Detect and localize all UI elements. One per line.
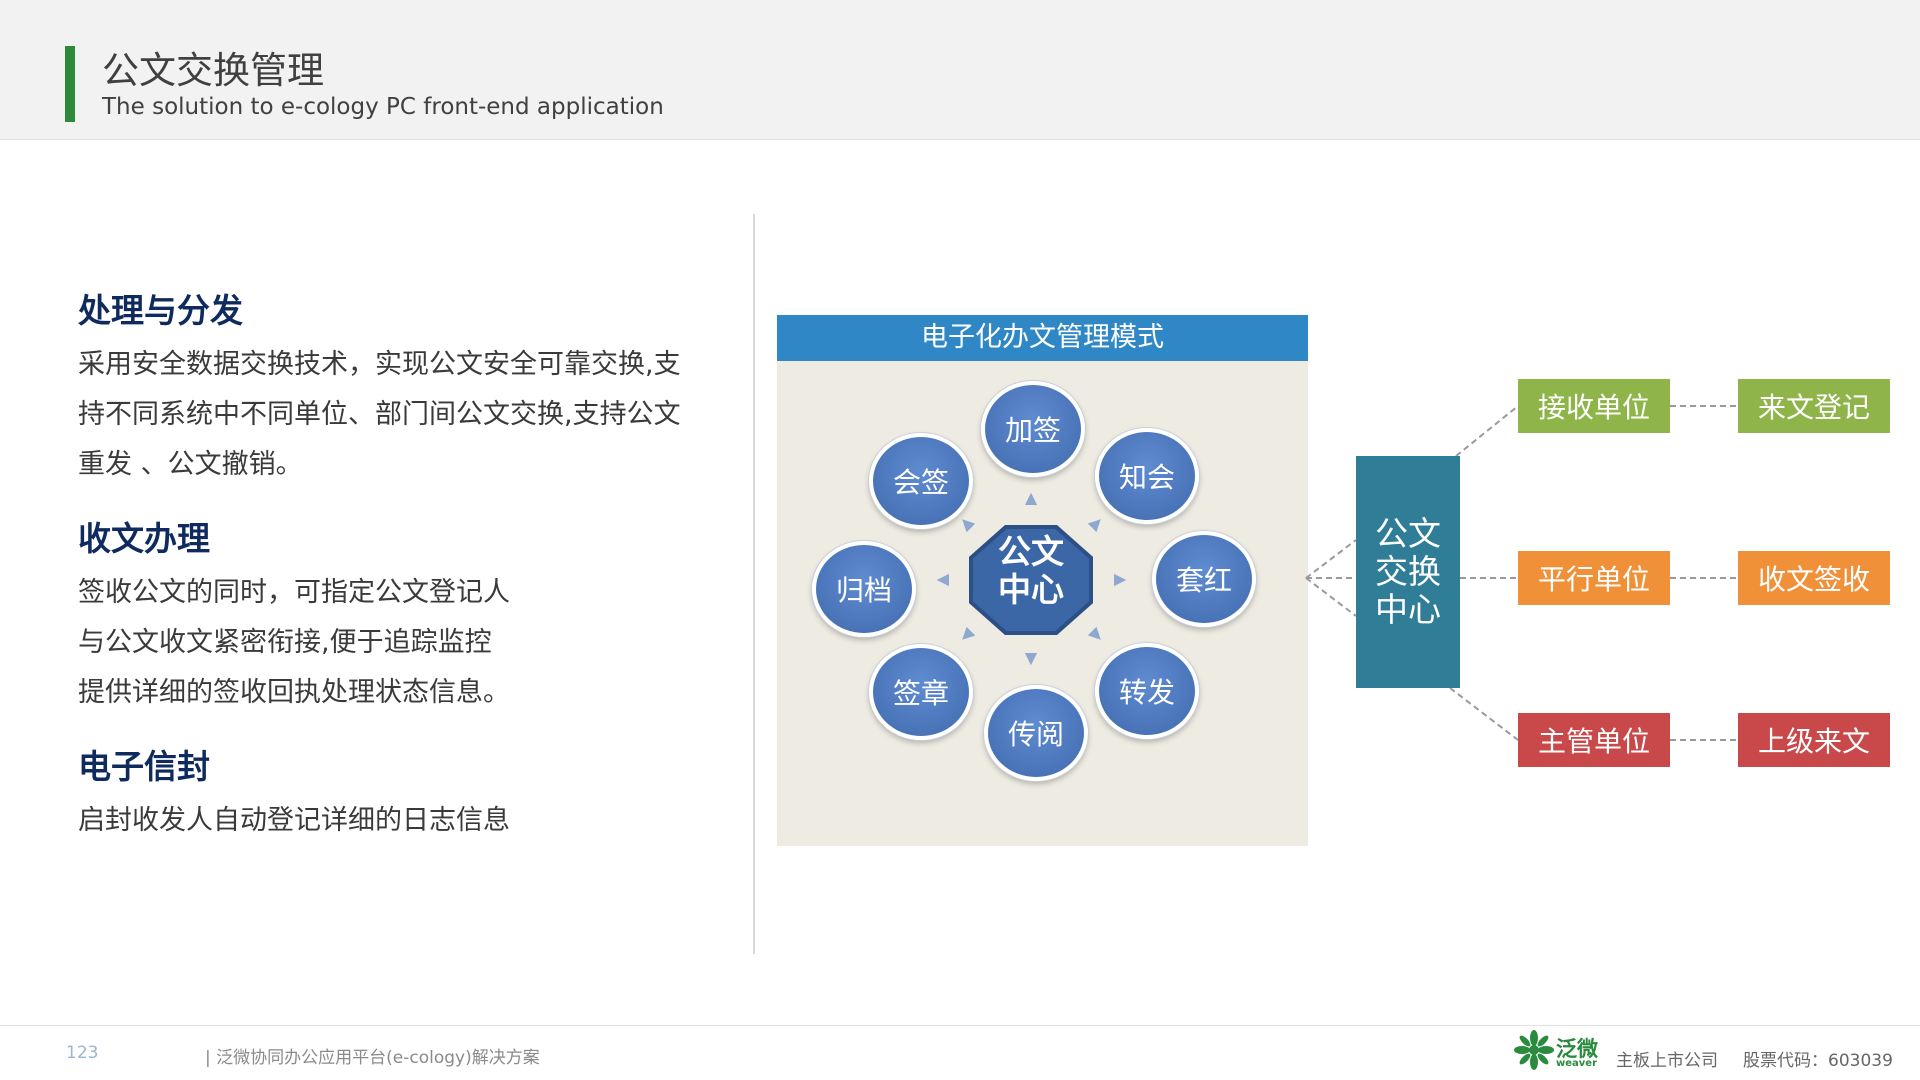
diagram-title: 电子化办文管理模式 [777,315,1308,361]
node-qianzhang: 签章 [869,644,973,740]
center-label-line: 公文 [998,532,1064,571]
node-guidang: 归档 [812,541,916,637]
slide-title: 公文交换管理 [102,49,324,92]
page-number: 123 [66,1043,99,1063]
section-text-receiving: 签收公文的同时，可指定公文登记人 与公文收文紧密衔接,便于追踪监控 提供详细的签… [78,568,510,718]
vertical-divider [753,214,755,954]
box-supervising-unit: 主管单位 [1518,713,1670,767]
box-superior-document: 上级来文 [1738,713,1890,767]
slide-header: 公文交换管理 The solution to e-cology PC front… [0,0,1920,140]
section-title-processing: 处理与分发 [78,291,243,330]
section-text-envelope: 启封收发人自动登记详细的日志信息 [78,796,510,846]
center-octagon [973,529,1089,631]
stock-code: 股票代码：603039 [1743,1051,1893,1071]
node-chuanyue: 传阅 [984,685,1088,781]
hub-label-line: 中心 [1375,590,1441,629]
footer-product-text: | 泛微协同办公应用平台(e-cology)解决方案 [205,1048,540,1068]
node-zhuanfa: 转发 [1095,643,1199,739]
arrow-up-icon: ▲ [1024,488,1038,507]
weaver-logo-icon [1514,1030,1554,1070]
center-label-line: 中心 [998,570,1064,609]
box-receipt-signoff: 收文签收 [1738,551,1890,605]
text-line: 启封收发人自动登记详细的日志信息 [78,805,510,836]
center-label: 公文 中心 [969,533,1093,609]
hub-label-line: 公文 [1375,514,1441,553]
section-text-processing: 采用安全数据交换技术，实现公文安全可靠交换,支 持不同系统中不同单位、部门间公文… [78,340,681,490]
node-taohong: 套红 [1152,531,1256,627]
box-receiving-unit: 接收单位 [1518,379,1670,433]
company-label: 主板上市公司 [1616,1051,1718,1071]
text-line: 采用安全数据交换技术，实现公文安全可靠交换,支 [78,349,681,380]
text-line: 提供详细的签收回执处理状态信息。 [78,677,510,708]
section-title-receiving: 收文办理 [78,519,210,558]
text-line: 与公文收文紧密衔接,便于追踪监控 [78,627,492,658]
box-incoming-registration: 来文登记 [1738,379,1890,433]
node-zhihui: 知会 [1095,428,1199,524]
section-title-envelope: 电子信封 [78,747,210,786]
logo-text-cn: 泛微 [1556,1037,1598,1061]
header-accent-bar [65,46,75,122]
slide-subtitle: The solution to e-cology PC front-end ap… [102,94,664,120]
logo-text-en: weaver [1556,1058,1598,1069]
hub-label-line: 交换 [1375,552,1441,591]
footer-divider [0,1025,1920,1026]
text-line: 重发 、公文撤销。 [78,449,303,480]
node-jiaqian: 加签 [981,381,1085,477]
box-parallel-unit: 平行单位 [1518,551,1670,605]
node-huiqian: 会签 [869,433,973,529]
text-line: 持不同系统中不同单位、部门间公文交换,支持公文 [78,399,681,430]
exchange-hub: 公文 交换 中心 [1356,456,1460,688]
text-line: 签收公文的同时，可指定公文登记人 [78,577,510,608]
